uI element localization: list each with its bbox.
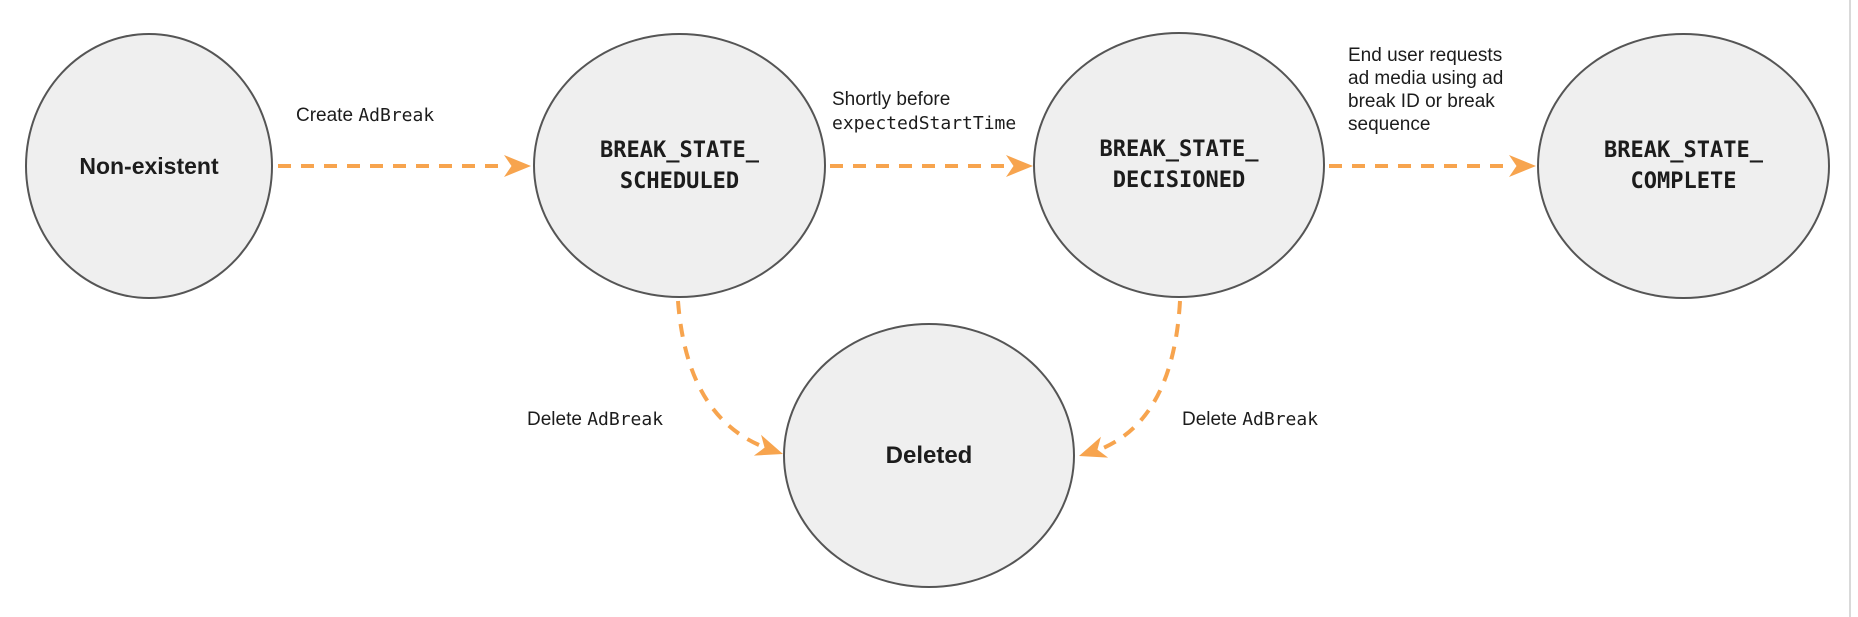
state-label-line: DECISIONED: [1112, 168, 1246, 193]
edge-label-text: Create: [296, 105, 354, 126]
arrow-dash-curve: [1092, 300, 1182, 454]
edge-label-shortly-before: Shortly before expectedStartTime: [832, 88, 1016, 136]
arrowhead-icon: [753, 434, 783, 456]
edge-label-text: End user requests: [1348, 45, 1503, 66]
edge-label-text: sequence: [1348, 114, 1431, 135]
state-node-non-existent: Non-existent: [25, 33, 273, 299]
edge-label-text: ad media using ad: [1348, 68, 1504, 89]
edge-label-text: break ID or break: [1348, 91, 1495, 112]
arrowhead-icon: [1079, 436, 1109, 458]
edge-label-text: Shortly before: [832, 89, 951, 110]
arrow-shortly-before: [830, 155, 1033, 177]
edge-label-code: AdBreak: [1242, 409, 1319, 430]
state-label: Deleted: [885, 441, 973, 469]
edge-label-code: AdBreak: [587, 409, 664, 430]
state-node-deleted: Deleted: [783, 323, 1075, 588]
state-label-line: SCHEDULED: [619, 168, 740, 194]
edge-label-end-user-requests: End user requests ad media using ad brea…: [1348, 44, 1503, 136]
arrow-delete-adbreak-right: [1079, 300, 1182, 458]
arrow-dash-curve: [676, 300, 770, 451]
state-node-break-state-scheduled: BREAK_STATE_ SCHEDULED: [533, 33, 826, 298]
state-label-line: BREAK_STATE_: [1099, 137, 1259, 162]
edge-label-create-adbreak: Create AdBreak: [296, 104, 434, 127]
state-node-break-state-complete: BREAK_STATE_ COMPLETE: [1537, 33, 1830, 299]
edge-label-text: Delete: [527, 409, 582, 430]
edge-label-text: Delete: [1182, 409, 1237, 430]
arrow-delete-adbreak-left: [676, 300, 783, 456]
arrowhead-icon: [1509, 155, 1536, 177]
edge-label-delete-adbreak-right: Delete AdBreak: [1182, 408, 1318, 431]
edge-label-code: expectedStartTime: [832, 113, 1017, 134]
arrow-end-user-requests: [1329, 155, 1536, 177]
arrowhead-icon: [504, 155, 531, 177]
arrowhead-icon: [1006, 155, 1033, 177]
state-label-line: COMPLETE: [1630, 169, 1737, 194]
state-node-break-state-decisioned: BREAK_STATE_ DECISIONED: [1033, 32, 1325, 298]
page-right-border: [1849, 0, 1851, 617]
edge-label-code: AdBreak: [358, 105, 435, 126]
state-label-line: BREAK_STATE_: [1604, 138, 1763, 163]
state-label: Non-existent: [79, 153, 219, 179]
arrow-create-adbreak: [278, 155, 531, 177]
state-label-line: BREAK_STATE_: [600, 137, 759, 163]
edge-label-delete-adbreak-left: Delete AdBreak: [527, 408, 663, 431]
